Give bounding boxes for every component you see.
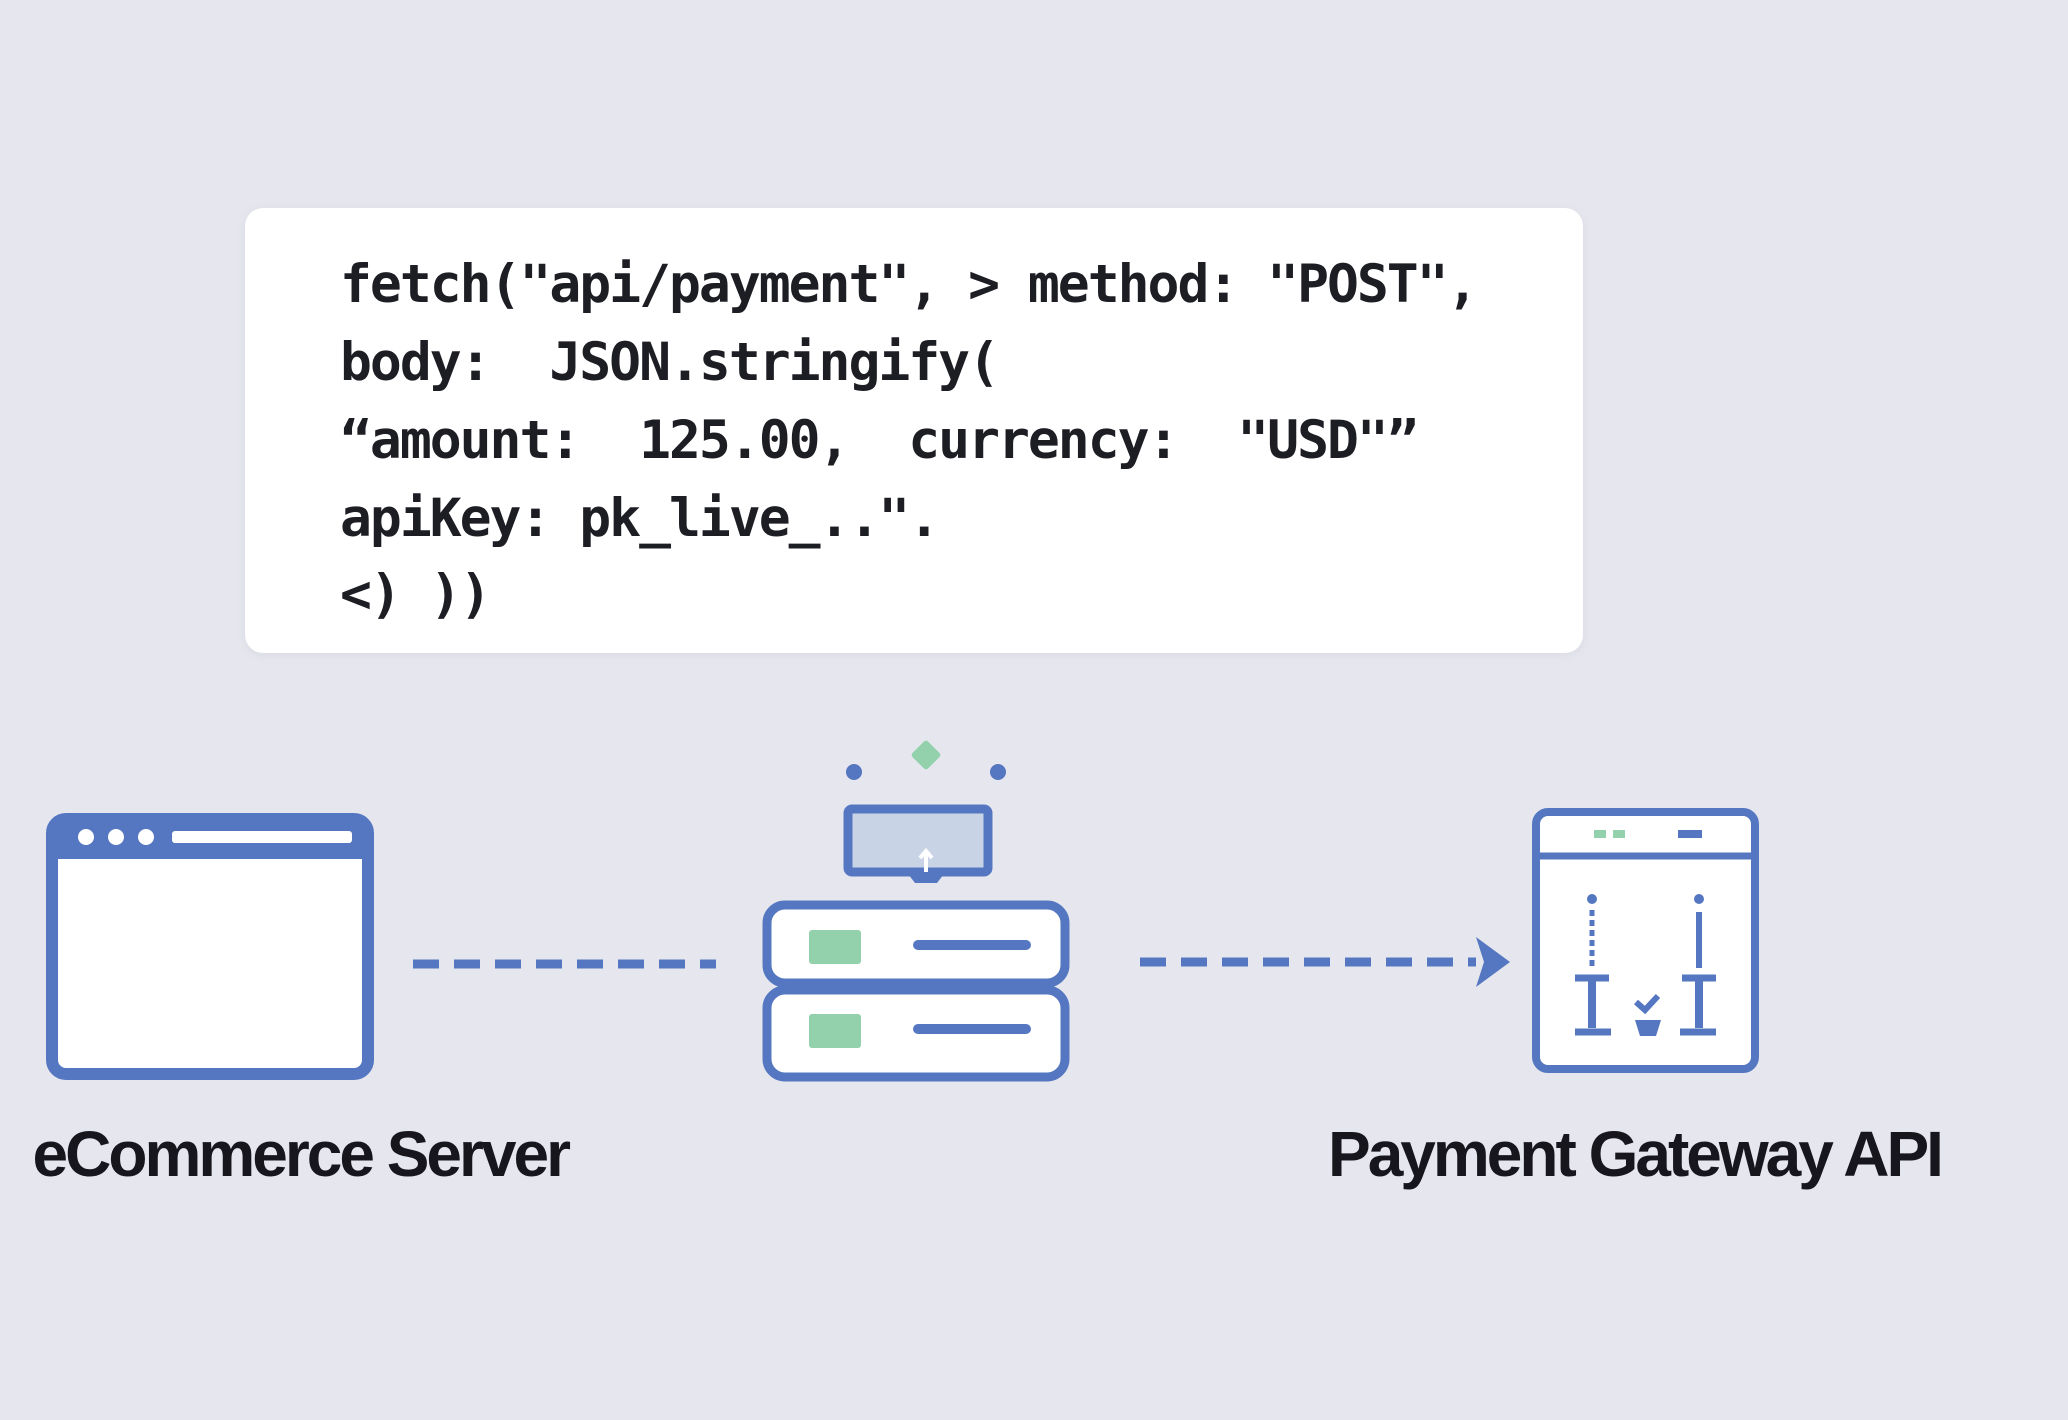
- code-line-2: body: JSON.stringify(: [340, 332, 1000, 393]
- code-line-5: <) )): [340, 564, 492, 625]
- gateway-panel-icon: [1532, 808, 1759, 1073]
- ecommerce-server-label: eCommerce Server: [32, 1118, 571, 1190]
- browser-window-icon: [46, 813, 374, 1080]
- code-line-3: “amount: 125.00, currency: "USD"”: [340, 410, 1419, 471]
- server-stack-icon: [762, 740, 1070, 1082]
- code-line-1: fetch("api/payment", > method: "POST",: [340, 254, 1479, 315]
- code-line-4: apiKey: pk_live_..".: [340, 488, 940, 549]
- payment-gateway-label: Payment Gateway API: [1328, 1118, 1944, 1190]
- connector-middle-right: [1140, 937, 1510, 987]
- code-snippet-card: fetch("api/payment", > method: "POST", b…: [245, 208, 1583, 653]
